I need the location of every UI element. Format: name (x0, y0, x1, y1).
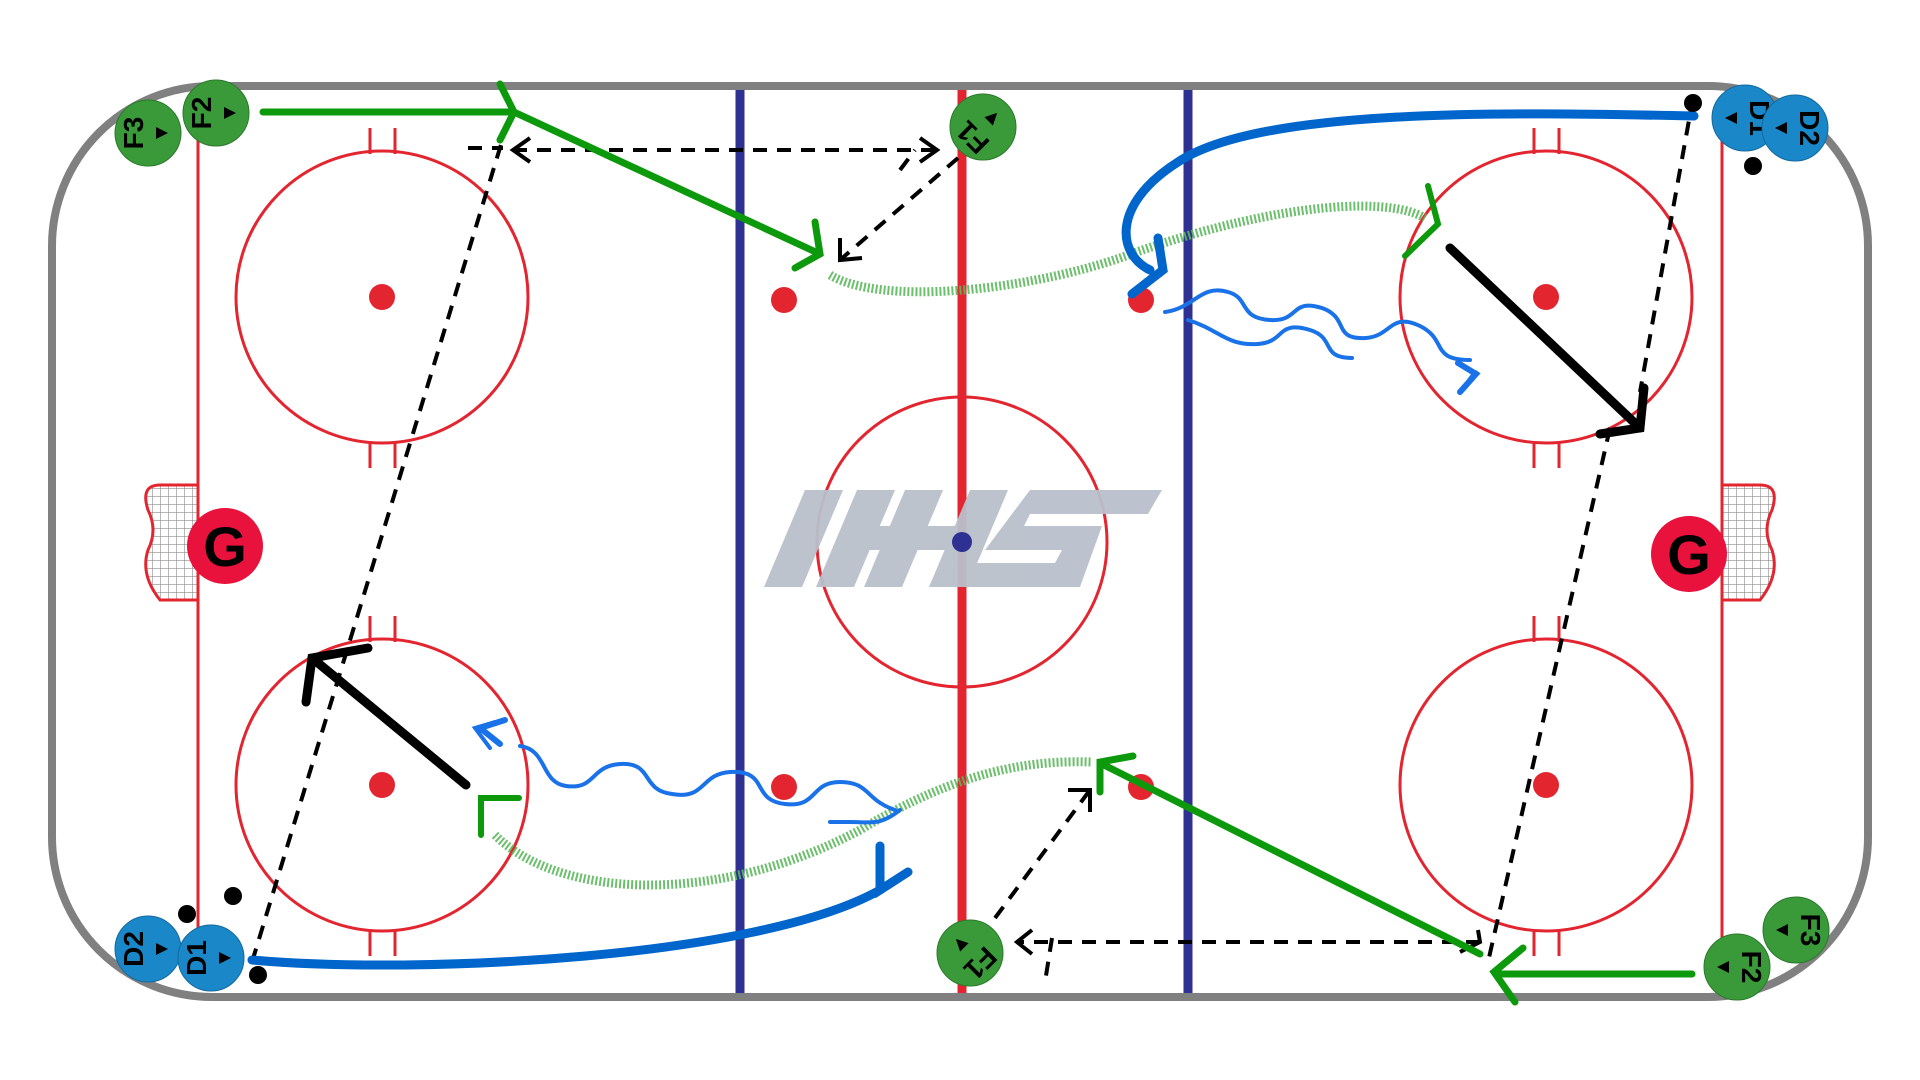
right-f3-player: F3 (1762, 896, 1830, 964)
center-top-f1-player: F1 (949, 93, 1017, 161)
svg-text:F3: F3 (118, 117, 149, 150)
defense-stickhandle-paths (471, 288, 1479, 825)
svg-text:G: G (1667, 523, 1711, 586)
left-net (144, 483, 200, 602)
right-f2-player: F2 (1703, 933, 1771, 1001)
forward-turn-markers (478, 183, 1442, 838)
pass-lines (250, 97, 1695, 983)
left-d1-player: D1 (177, 924, 245, 992)
defense-skate-paths (247, 109, 1699, 970)
center-bottom-f1-player: F1 (936, 919, 1004, 987)
left-goalie: G (187, 508, 263, 584)
right-top-faceoff-circle (1398, 128, 1694, 468)
faceoff-dots (369, 284, 1559, 800)
left-f2-player: F2 (182, 79, 250, 147)
left-f3-player: F3 (114, 99, 182, 167)
left-bottom-faceoff-circle (234, 616, 530, 956)
puck-markers (178, 94, 1762, 984)
right-net (1720, 483, 1776, 602)
right-goalie: G (1651, 516, 1727, 592)
svg-text:F2: F2 (1736, 951, 1767, 984)
right-bottom-faceoff-circle (1398, 616, 1694, 956)
right-d2-player: D2 (1761, 94, 1829, 162)
svg-text:F2: F2 (186, 97, 217, 130)
forward-skate-paths (259, 80, 1696, 1006)
svg-text:G: G (203, 515, 247, 578)
left-top-faceoff-circle (234, 128, 530, 468)
svg-text:D2: D2 (118, 931, 149, 967)
defense-arrow-small (473, 360, 1481, 747)
svg-text:F3: F3 (1795, 914, 1826, 947)
svg-text:D1: D1 (181, 940, 212, 976)
shot-lines (307, 243, 1645, 790)
shot-arrowheads (301, 383, 1649, 707)
svg-text:D2: D2 (1794, 110, 1825, 146)
forward-puck-carry-paths (491, 201, 1428, 890)
left-d2-player: D2 (114, 915, 182, 983)
center-faceoff-dot (952, 532, 972, 552)
